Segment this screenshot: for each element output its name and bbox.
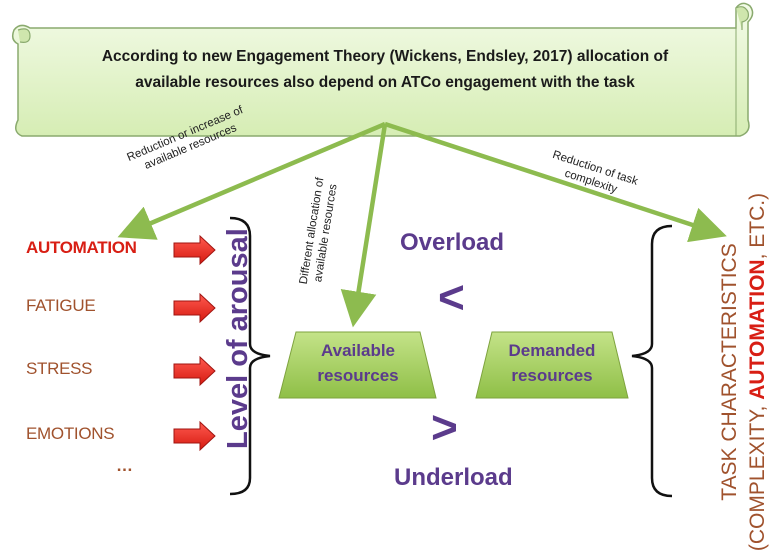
available-resources-shape — [278, 331, 437, 399]
banner-line-1: According to new Engagement Theory (Wick… — [101, 48, 669, 65]
red-arrow-emotions — [173, 420, 216, 452]
red-arrow-fatigue — [173, 292, 216, 324]
task-automation-highlight: AUTOMATION — [746, 259, 769, 400]
scroll-curl-left — [17, 28, 31, 43]
factor-emotions: EMOTIONS — [26, 424, 115, 443]
factor-stress: STRESS — [26, 359, 93, 378]
greater-than-symbol: > — [431, 401, 458, 453]
less-than-symbol: < — [438, 271, 465, 323]
arousal-label: Level of arousal — [222, 228, 254, 449]
arrow-middle — [340, 123, 388, 328]
overload-label: Overload — [400, 229, 505, 256]
arrow-left — [117, 121, 386, 240]
task-line-1: TASK CHARACTERISTICS — [718, 243, 741, 501]
arousal-brace — [229, 216, 271, 496]
underload-label: Underload — [394, 464, 513, 491]
task-characteristics-label: TASK CHARACTERISTICS (COMPLEXITY, AUTOMA… — [716, 186, 772, 558]
scroll-banner — [11, 2, 754, 137]
factor-arrows — [173, 234, 216, 452]
demanded-resources-shape — [475, 331, 629, 399]
factor-fatigue: FATIGUE — [26, 296, 96, 315]
task-brace — [631, 224, 673, 498]
arrow-right — [384, 121, 727, 243]
allocation-arrows — [117, 121, 727, 328]
available-resources-label: Available resources — [317, 341, 399, 385]
scroll-curl-right — [735, 6, 749, 30]
red-arrow-automation — [173, 234, 216, 266]
red-arrow-stress — [173, 355, 216, 387]
task-line-2: (COMPLEXITY, AUTOMATION, ETC.) — [746, 192, 769, 552]
factor-more: … — [116, 456, 133, 475]
banner-line-2: available resources also depend on ATCo … — [135, 74, 635, 91]
banner-text: According to new Engagement Theory (Wick… — [40, 44, 730, 96]
factor-automation: AUTOMATION — [26, 238, 137, 257]
demanded-resources-label: Demanded resources — [508, 341, 596, 385]
